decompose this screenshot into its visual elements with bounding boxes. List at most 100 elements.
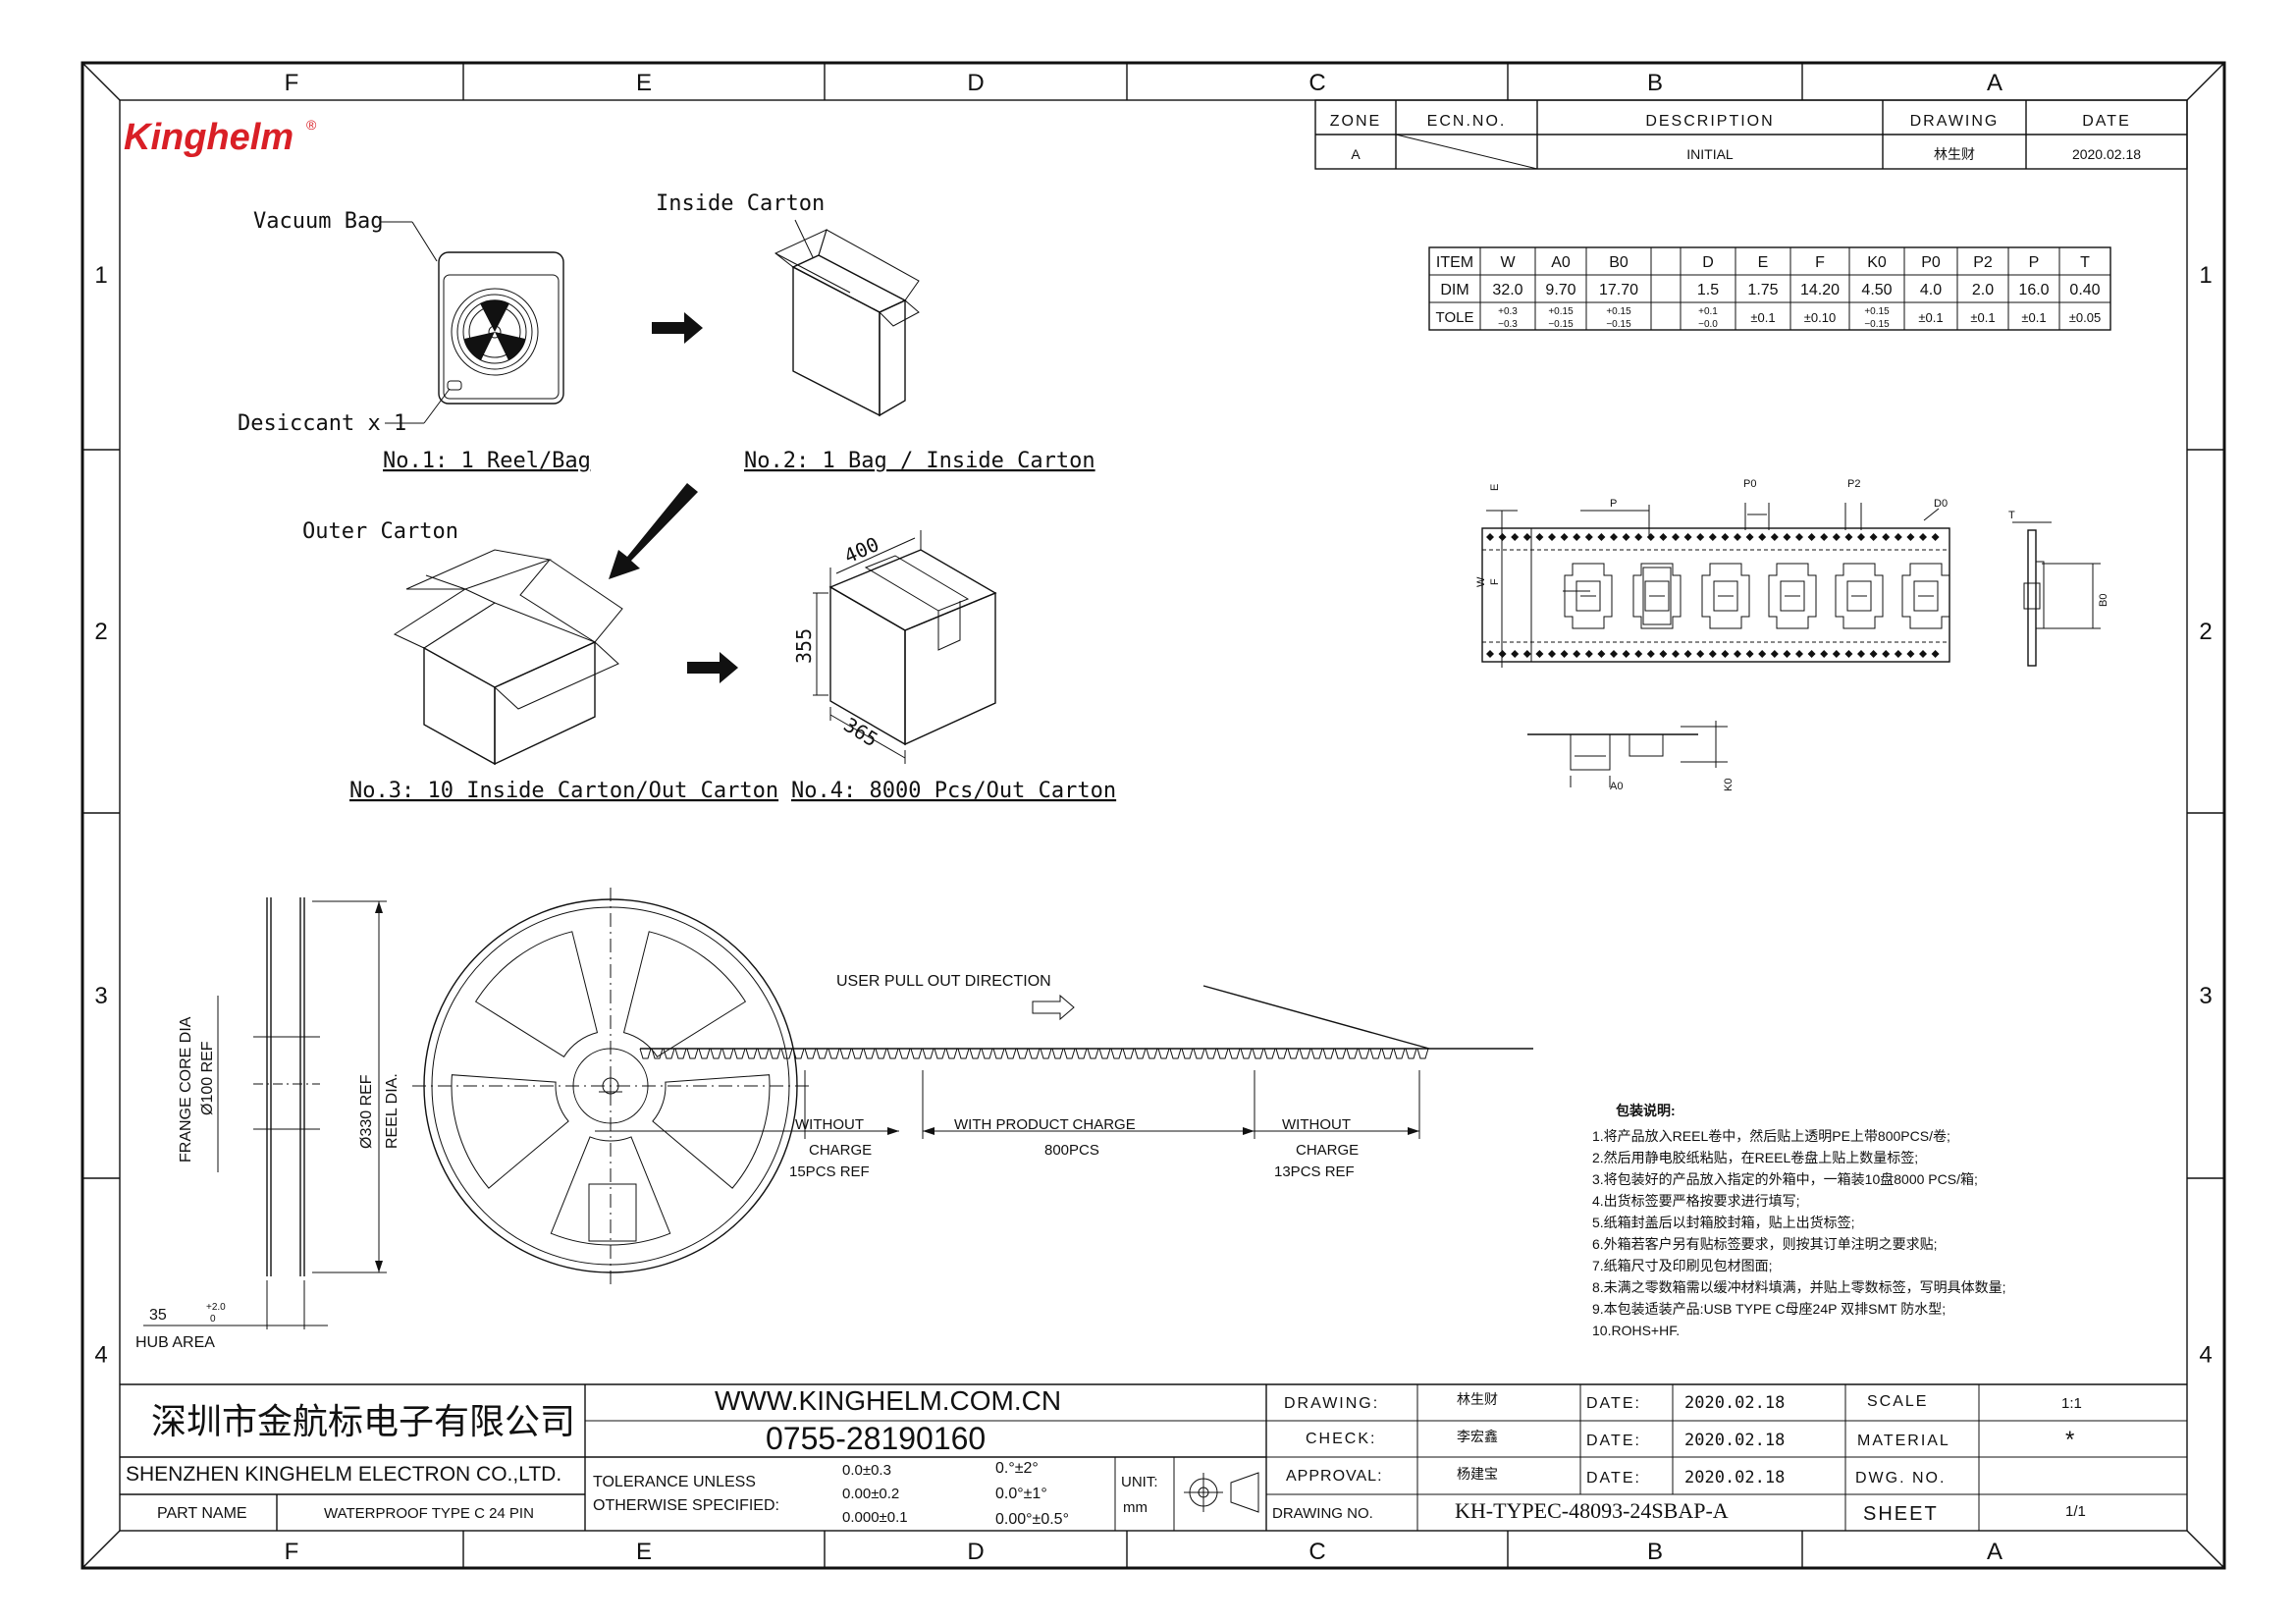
- frame-row-label-right: 2: [2199, 619, 2212, 645]
- frame-column-label-bottom: F: [285, 1539, 299, 1565]
- seg3-without: WITHOUT: [1282, 1116, 1351, 1133]
- reel-side-view: [143, 897, 387, 1329]
- dim-table-tolerance-plus: +0.15: [1606, 306, 1631, 317]
- seg1-count: 15PCS REF: [789, 1163, 870, 1180]
- frame-column-label-top: A: [1987, 70, 2002, 96]
- unit-value: mm: [1123, 1499, 1148, 1516]
- date-value-3: 2020.02.18: [1684, 1468, 1785, 1488]
- sheet-label: SHEET: [1863, 1503, 1939, 1525]
- arrow-right-icon: [687, 652, 738, 683]
- outer-carton-label: Outer Carton: [302, 519, 458, 544]
- company-name-en: SHENZHEN KINGHELM ELECTRON CO.,LTD.: [126, 1463, 561, 1486]
- dim-table-header: W: [1500, 254, 1516, 271]
- notes-title: 包装说明:: [1616, 1103, 1676, 1118]
- dim-table-value: 4.50: [1861, 282, 1892, 298]
- tape-k0-label: K0: [1723, 779, 1735, 791]
- box-height-label: 355: [792, 628, 816, 664]
- revision-cell: 2020.02.18: [2072, 146, 2141, 162]
- dim-table-header: F: [1815, 254, 1825, 271]
- box-length-label: 400: [840, 532, 882, 568]
- frame-column-label-bottom: D: [967, 1539, 984, 1565]
- dim-table-header: P: [2029, 254, 2040, 271]
- reel-dia-label: REEL DIA.: [384, 1073, 400, 1149]
- frame-column-label-top: E: [636, 70, 652, 96]
- hub-value: 35: [149, 1307, 167, 1324]
- dwg-no-label: DWG. NO.: [1855, 1470, 1946, 1487]
- date-label-2: DATE:: [1586, 1433, 1641, 1449]
- dim-table-value: 2.0: [1972, 282, 1994, 298]
- unit-label: UNIT:: [1121, 1474, 1158, 1490]
- frame-column-label-top: B: [1647, 70, 1663, 96]
- notes-item: 3.将包装好的产品放入指定的外箱中，一箱装10盘8000 PCS/箱;: [1592, 1171, 1978, 1187]
- tolerance-angular-1: 0.°±2°: [995, 1460, 1039, 1477]
- part-name-value: WATERPROOF TYPE C 24 PIN: [324, 1505, 534, 1522]
- dim-table-tolerance: ±0.1: [2021, 310, 2046, 325]
- drawing-number: KH-TYPEC-48093-24SBAP-A: [1455, 1498, 1729, 1523]
- revision-header: DRAWING: [1910, 113, 2000, 130]
- hub-area-label: HUB AREA: [135, 1334, 215, 1351]
- frame-row-label-right: 1: [2199, 262, 2212, 289]
- dim-table-header: T: [2080, 254, 2090, 271]
- inside-carton-illustration: [774, 219, 920, 417]
- step1-caption: No.1: 1 Reel/Bag: [383, 449, 591, 473]
- company-name-cn: 深圳市金航标电子有限公司: [151, 1401, 575, 1441]
- tape-pullout: [595, 985, 1533, 1139]
- arrow-right-icon: [652, 312, 703, 344]
- tolerance-linear-2: 0.00±0.2: [842, 1486, 899, 1502]
- revision-cell: 林生财: [1934, 146, 1975, 162]
- notes-item: 5.纸箱封盖后以封箱胶封箱，贴上出货标签;: [1592, 1215, 1855, 1230]
- dim-table-header: P2: [1973, 254, 1993, 271]
- sheet-value: 1/1: [2065, 1503, 2086, 1520]
- date-label-3: DATE:: [1586, 1470, 1641, 1487]
- dim-table-tolerance: TOLE: [1436, 309, 1474, 326]
- dim-table-header: A0: [1551, 254, 1571, 271]
- desiccant-label: Desiccant x 1: [238, 411, 406, 436]
- drawing-label: DRAWING:: [1284, 1395, 1379, 1412]
- frame-column-label-top: C: [1308, 70, 1325, 96]
- tape-e-label: E: [1489, 484, 1501, 491]
- revision-table: [1314, 99, 2188, 170]
- tape-w-label: W: [1475, 576, 1487, 587]
- frame-row-label-left: 4: [94, 1342, 107, 1369]
- tolerance-angular-3: 0.00°±0.5°: [995, 1511, 1069, 1528]
- step4-caption: No.4: 8000 Pcs/Out Carton: [791, 779, 1116, 803]
- registered-mark: ®: [306, 117, 317, 133]
- reel-dia-value: Ø330 REF: [358, 1074, 375, 1149]
- arrow-down-left-icon: [609, 483, 698, 579]
- seg2-with-product: WITH PRODUCT CHARGE: [954, 1116, 1136, 1133]
- notes-item: 8.未满之零数箱需以缓冲材料填满，并贴上零数标签，写明具体数量;: [1592, 1279, 2006, 1295]
- dim-table-value: 0.40: [2069, 282, 2100, 298]
- hub-tol-minus: 0: [210, 1314, 216, 1325]
- tape-p-label: P: [1610, 498, 1617, 510]
- step2-caption: No.2: 1 Bag / Inside Carton: [744, 449, 1095, 473]
- frame-column-label-bottom: C: [1308, 1539, 1325, 1565]
- approval-name: 杨建宝: [1457, 1466, 1498, 1482]
- vacuum-bag-label: Vacuum Bag: [253, 209, 383, 234]
- dim-table-header: K0: [1867, 254, 1887, 271]
- notes-item: 9.本包装适装产品:USB TYPE C母座24P 双排SMT 防水型;: [1592, 1301, 1946, 1317]
- frame-row-label-right: 4: [2199, 1342, 2212, 1369]
- dim-table-tolerance: ±0.1: [1750, 310, 1775, 325]
- revision-header: DESCRIPTION: [1645, 113, 1774, 130]
- inside-carton-label: Inside Carton: [656, 191, 825, 216]
- outer-carton-illustration: [393, 549, 623, 766]
- scale-value: 1:1: [2061, 1395, 2082, 1412]
- dim-table-tolerance-minus: −0.15: [1864, 319, 1890, 330]
- dim-table-tolerance-minus: −0.0: [1698, 319, 1718, 330]
- dim-table-value: 1.5: [1697, 282, 1719, 298]
- date-value-2: 2020.02.18: [1684, 1431, 1785, 1450]
- tape-p0-label: P0: [1743, 478, 1756, 490]
- notes-item: 2.然后用静电胶纸粘贴，在REEL卷盘上贴上数量标签;: [1592, 1150, 1918, 1165]
- frame-row-label-left: 1: [94, 262, 107, 289]
- box-depth-label: 365: [839, 713, 881, 751]
- core-dia-value: Ø100 REF: [199, 1041, 216, 1115]
- revision-cell: INITIAL: [1686, 146, 1734, 162]
- tolerance-label-line1: TOLERANCE UNLESS: [593, 1474, 756, 1490]
- tape-f-label: F: [1489, 578, 1501, 585]
- revision-header: DATE: [2082, 113, 2130, 130]
- frame-column-label-top: F: [285, 70, 299, 96]
- frame-row-label-right: 3: [2199, 983, 2212, 1009]
- frame-column-label-top: D: [967, 70, 984, 96]
- dim-table-tolerance: ±0.05: [2069, 310, 2101, 325]
